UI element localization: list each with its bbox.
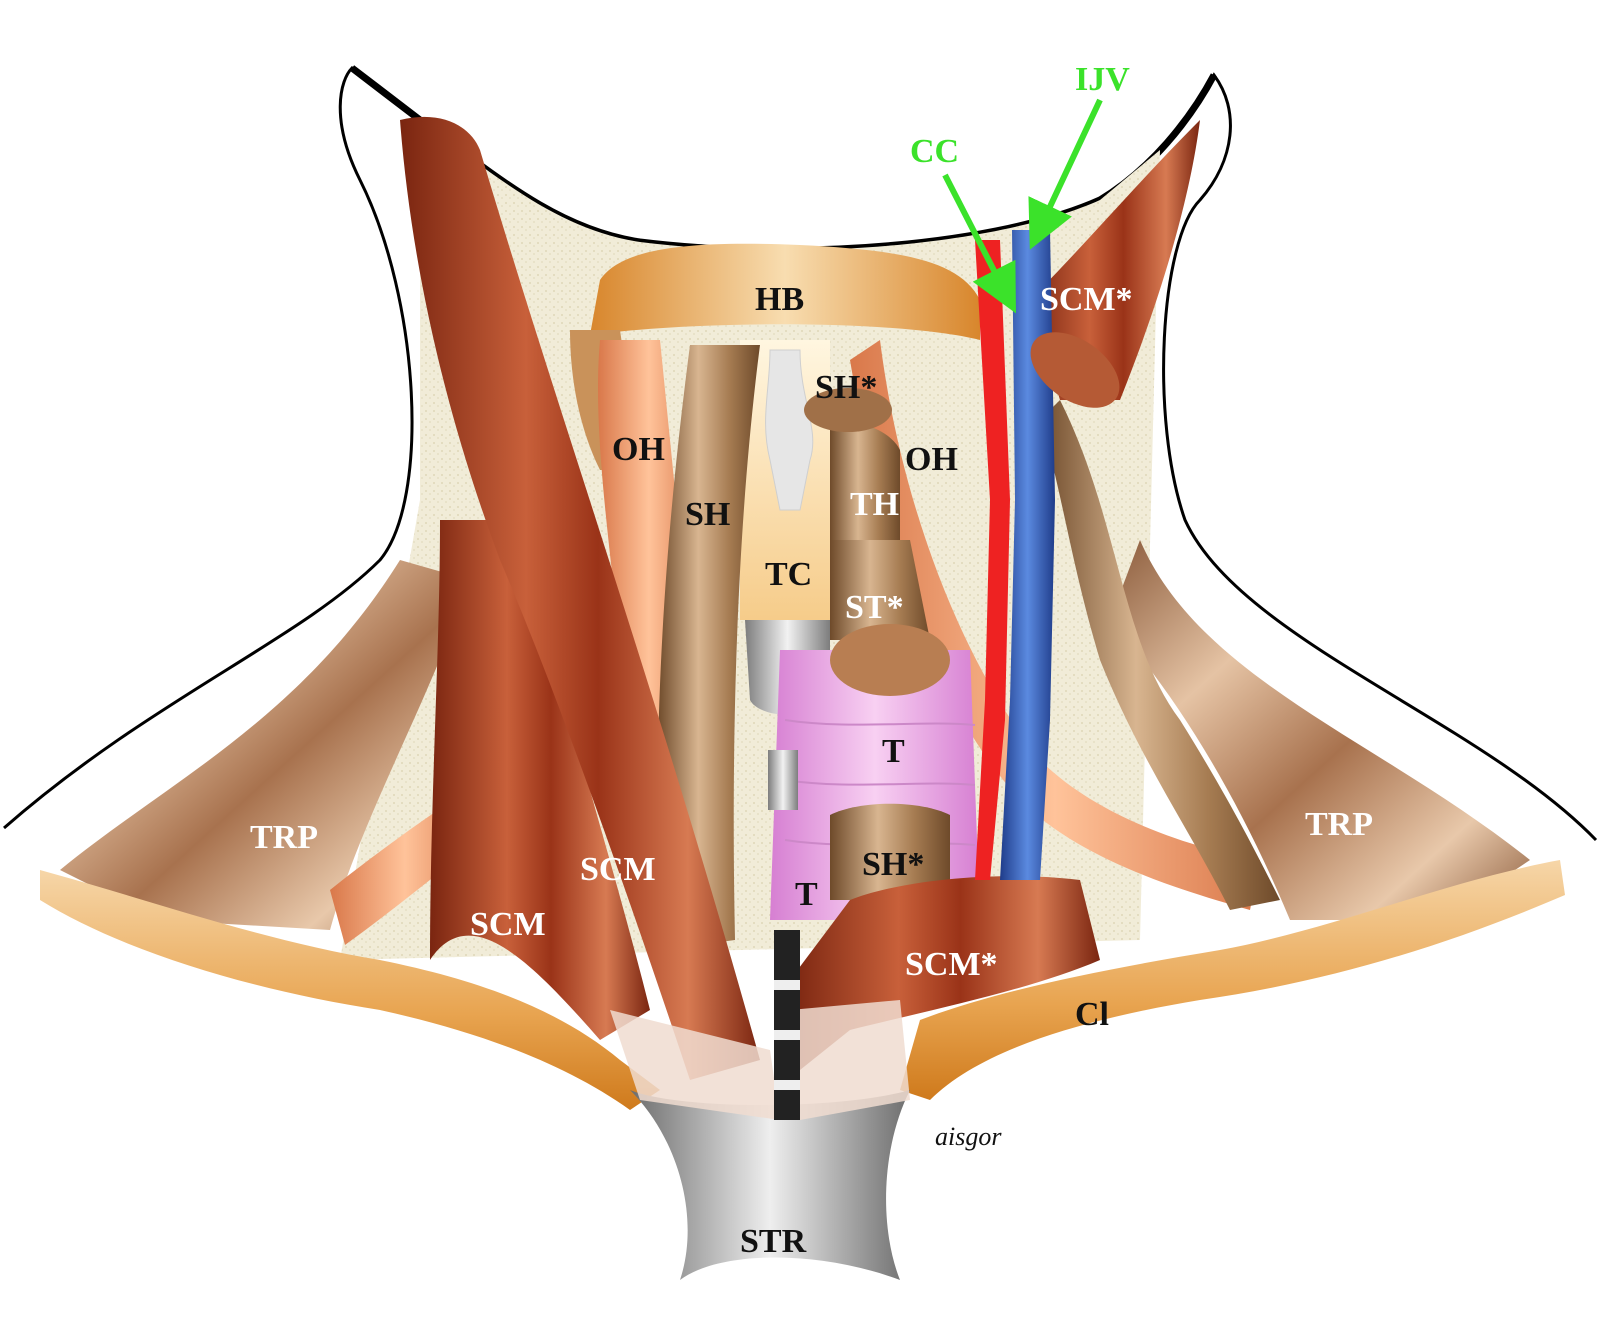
label-sh-star-top: SH* [815, 369, 877, 406]
trachea-tube-lower [774, 930, 800, 1120]
trachea-ring-2 [784, 779, 976, 786]
sternohyoid-lower [830, 803, 950, 900]
sternothyroid-cut [830, 540, 930, 640]
hyoid-bone [590, 243, 980, 340]
trachea-tube-band-1 [774, 980, 800, 990]
artist-signature: aisgor [935, 1122, 1002, 1151]
label-trp-right: TRP [1305, 806, 1373, 843]
label-st-star: ST* [845, 589, 904, 626]
label-hb: HB [755, 281, 804, 318]
clavicle-right [900, 860, 1565, 1100]
label-trp-left: TRP [250, 819, 318, 856]
thyroid-notch [765, 349, 814, 511]
label-cl: Cl [1075, 996, 1109, 1033]
sternohyoid-cut-top [804, 388, 892, 432]
sternothyroid-cut-end [830, 624, 950, 696]
label-str: STR [740, 1223, 807, 1260]
clavicle-left [40, 870, 660, 1110]
label-cc: CC [910, 133, 959, 170]
scm-left-outer [430, 520, 650, 1040]
scm-right-descending [1040, 400, 1280, 910]
label-oh-right: OH [905, 441, 958, 478]
trachea-ring-1 [784, 719, 976, 726]
label-scm-inner: SCM [580, 851, 656, 888]
trachea-tube-band-2 [774, 1030, 800, 1040]
common-carotid-artery [975, 240, 1010, 880]
trachea-tube-upper [768, 750, 798, 810]
label-th: TH [850, 486, 899, 523]
cc-pointer-arrow [942, 173, 1016, 314]
scm-right-cut-end [1030, 332, 1120, 408]
label-sh-star-lower: SH* [862, 846, 924, 883]
trapezius-left [60, 560, 470, 930]
label-oh-left: OH [612, 431, 665, 468]
label-scm-outer: SCM [470, 906, 546, 943]
label-scm-star-lower: SCM* [905, 946, 998, 983]
scm-right-tendon [790, 1000, 910, 1120]
label-tc: TC [765, 556, 812, 593]
trapezius-right [1110, 540, 1530, 920]
ijv-pointer-arrow [1028, 98, 1103, 250]
trachea-tube-band-3 [774, 1080, 800, 1090]
label-t-upper: T [882, 733, 905, 770]
scm-right-upper [1030, 120, 1200, 400]
label-ijv: IJV [1075, 61, 1130, 98]
sternum [630, 1090, 910, 1280]
thyrohyoid-muscle [830, 420, 900, 540]
internal-jugular-vein [1000, 230, 1055, 880]
label-sh-left: SH [685, 496, 730, 533]
label-scm-star-top: SCM* [1040, 281, 1133, 318]
scm-left-tendon [610, 1010, 780, 1120]
scm-left-inner [400, 116, 760, 1081]
label-t-lower: T [795, 876, 818, 913]
